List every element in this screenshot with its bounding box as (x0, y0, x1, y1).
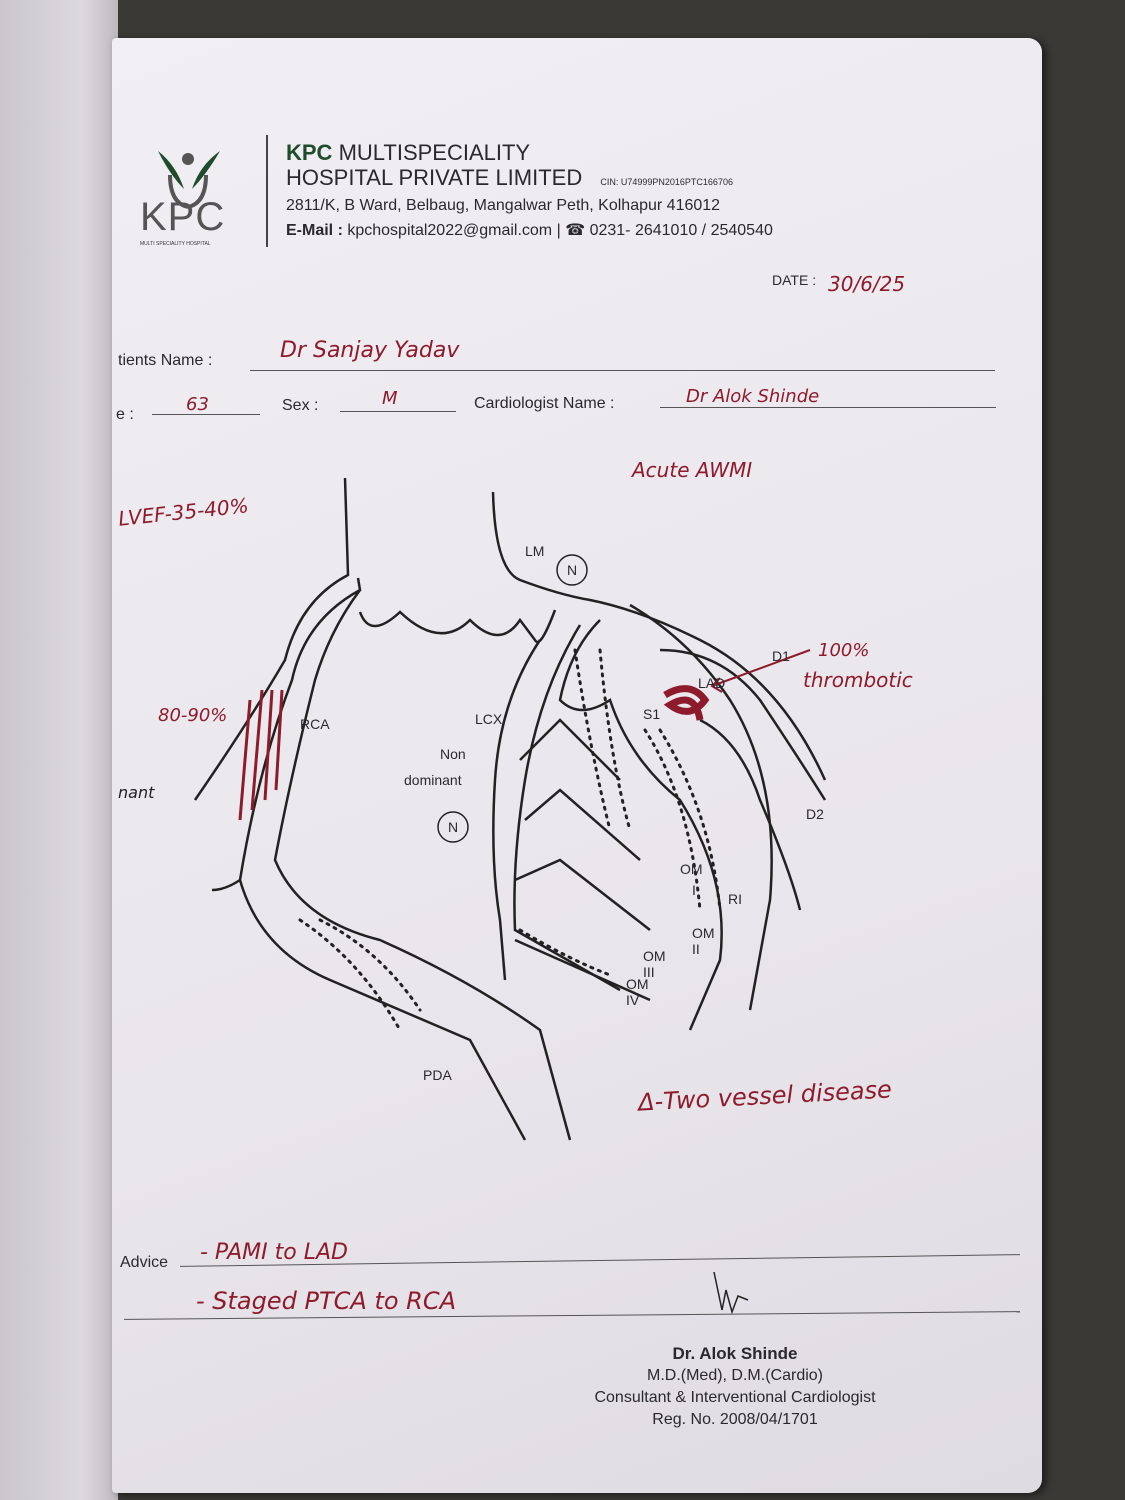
name-line2: HOSPITAL PRIVATE LIMITED (286, 165, 583, 190)
lm-normal-circle (556, 554, 588, 586)
lad-occlusion-note: 100% (818, 640, 870, 661)
phone-icon: ☎ (565, 222, 586, 239)
hospital-address: 2811/K, B Ward, Belbaug, Mangalwar Peth,… (286, 197, 721, 214)
lcx-normal-circle (437, 811, 469, 843)
acute-awmi-note: Acute AWMI (632, 458, 753, 482)
label-ri: RI (728, 891, 742, 907)
lad-arrow (710, 649, 811, 693)
label-lad: LAD (698, 675, 726, 691)
patient-name-label: tients Name : (118, 352, 213, 369)
label-om4: OM IV (626, 976, 649, 1008)
cin-number: CIN: U74999PN2016PTC166706 (600, 177, 733, 187)
septal-dots (298, 648, 722, 1032)
rca-lesion (238, 689, 284, 821)
lad-thrombotic-note: thrombotic (803, 668, 913, 692)
label-dominant: dominant (404, 772, 462, 788)
hospital-contact: E-Mail : kpchospital2022@gmail.com | ☎ 0… (286, 221, 773, 240)
cardiologist-line (660, 407, 996, 408)
hospital-name: KPC MULTISPECIALITY HOSPITAL PRIVATE LIM… (286, 140, 733, 195)
signature-block: Dr. Alok Shinde M.D.(Med), D.M.(Cardio) … (560, 1343, 910, 1431)
label-om1: OM (680, 861, 703, 877)
doctor-reg-number: Reg. No. 2008/04/1701 (652, 1411, 818, 1428)
sex-label: Sex : (282, 397, 319, 414)
sex-line (340, 411, 456, 412)
age-label: e : (116, 406, 134, 423)
doctor-title: Consultant & Interventional Cardiologist (594, 1389, 876, 1406)
om-branches (514, 718, 651, 1002)
cardiologist-value: Dr Alok Shinde (686, 386, 820, 407)
label-d1: D1 (772, 648, 790, 664)
rca-inner (273, 589, 572, 1141)
hospital-logo: KPC MULTI SPECIALITY HOSPITAL (140, 145, 250, 249)
email-label: E-Mail : (286, 222, 343, 239)
label-d2: D2 (806, 806, 824, 822)
sex-value: M (382, 388, 398, 409)
aorta-right (491, 491, 827, 781)
lcx-inner (513, 624, 621, 992)
label-lcx-normal: N (448, 819, 459, 835)
cardiologist-label: Cardiologist Name : (474, 395, 615, 412)
lcx-outer (492, 639, 542, 981)
logo-text: KPC (140, 195, 226, 239)
age-value: 63 (186, 394, 209, 415)
rca-stenosis-note: 80-90% (158, 705, 228, 726)
left-cut-note: nant (118, 783, 155, 802)
logo-figure-icon (158, 151, 220, 209)
label-s1: S1 (643, 706, 661, 722)
lad-inner (629, 603, 773, 1011)
label-om3: OM III (643, 948, 666, 980)
aorta-left (193, 477, 350, 801)
doctor-name: Dr. Alok Shinde (672, 1344, 798, 1363)
label-lm-normal: N (567, 562, 578, 578)
patient-name-value: Dr Sanjay Yadav (280, 338, 460, 363)
left-page (0, 0, 118, 1500)
advice-label: Advice (120, 1254, 169, 1271)
label-om2: OM II (692, 925, 715, 957)
patient-name-line (250, 370, 995, 371)
phone: 0231- 2641010 / 2540540 (589, 222, 773, 239)
lad-lesion (663, 685, 710, 721)
label-lcx: LCX (475, 711, 503, 727)
label-rca: RCA (300, 716, 330, 732)
email: kpchospital2022@gmail.com | (347, 222, 561, 239)
date-label: DATE : (772, 272, 817, 288)
advice-item-1: - PAMI to LAD (200, 1240, 348, 1265)
doctor-degrees: M.D.(Med), D.M.(Cardio) (646, 1367, 823, 1384)
date-value: 30/6/25 (828, 272, 906, 296)
name-bold: KPC (286, 140, 333, 165)
logo-subtext: MULTI SPECIALITY HOSPITAL (140, 241, 211, 247)
rca-outer2 (238, 879, 527, 1141)
age-line (152, 414, 260, 415)
label-lm: LM (525, 543, 545, 559)
name-line1: MULTISPECIALITY (338, 140, 531, 165)
label-om1-num: I (692, 882, 696, 898)
label-pda: PDA (423, 1067, 452, 1083)
d-branches (659, 648, 827, 911)
advice-item-2: - Staged PTCA to RCA (196, 1287, 457, 1315)
label-non: Non (440, 746, 466, 762)
header-divider (266, 135, 268, 247)
